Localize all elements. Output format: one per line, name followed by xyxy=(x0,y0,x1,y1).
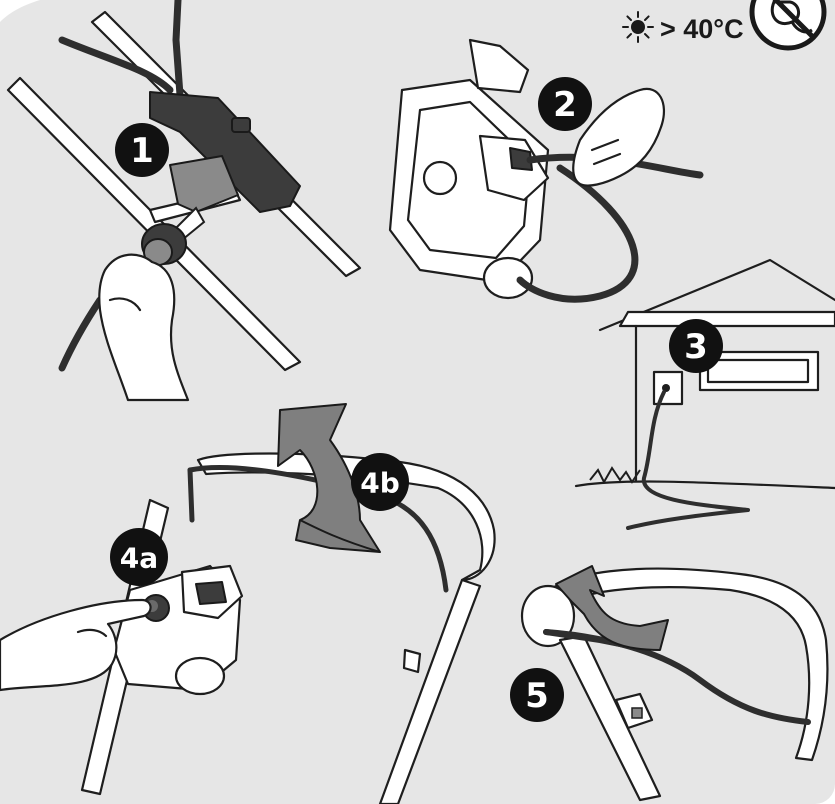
step-badge-label: 3 xyxy=(684,327,708,367)
corner-notch xyxy=(0,0,40,22)
step-badge-label: 4a xyxy=(120,542,158,575)
step-badge-1: 1 xyxy=(115,123,169,177)
step-badge-3: 3 xyxy=(669,319,723,373)
step-badge-5: 5 xyxy=(510,668,564,722)
step-badge-label: 4b xyxy=(360,467,400,500)
step-badge-label: 2 xyxy=(553,85,577,125)
step-2-illustration xyxy=(388,38,704,303)
step-badge-2: 2 xyxy=(538,77,592,131)
sun-icon xyxy=(622,11,654,43)
temperature-text: > 40°C xyxy=(660,14,744,44)
step-4-illustration xyxy=(0,403,496,804)
step-badge-4a: 4a xyxy=(110,528,168,586)
step-badge-label: 5 xyxy=(525,676,549,716)
step-1-illustration xyxy=(6,0,362,402)
step-badge-label: 1 xyxy=(130,131,154,171)
no-hanging-cable-icon xyxy=(749,0,827,51)
step-badge-4b: 4b xyxy=(351,453,409,511)
step-5-illustration xyxy=(520,565,829,802)
step-3-illustration xyxy=(574,258,835,530)
temperature-warning: > 40°C xyxy=(622,0,827,51)
